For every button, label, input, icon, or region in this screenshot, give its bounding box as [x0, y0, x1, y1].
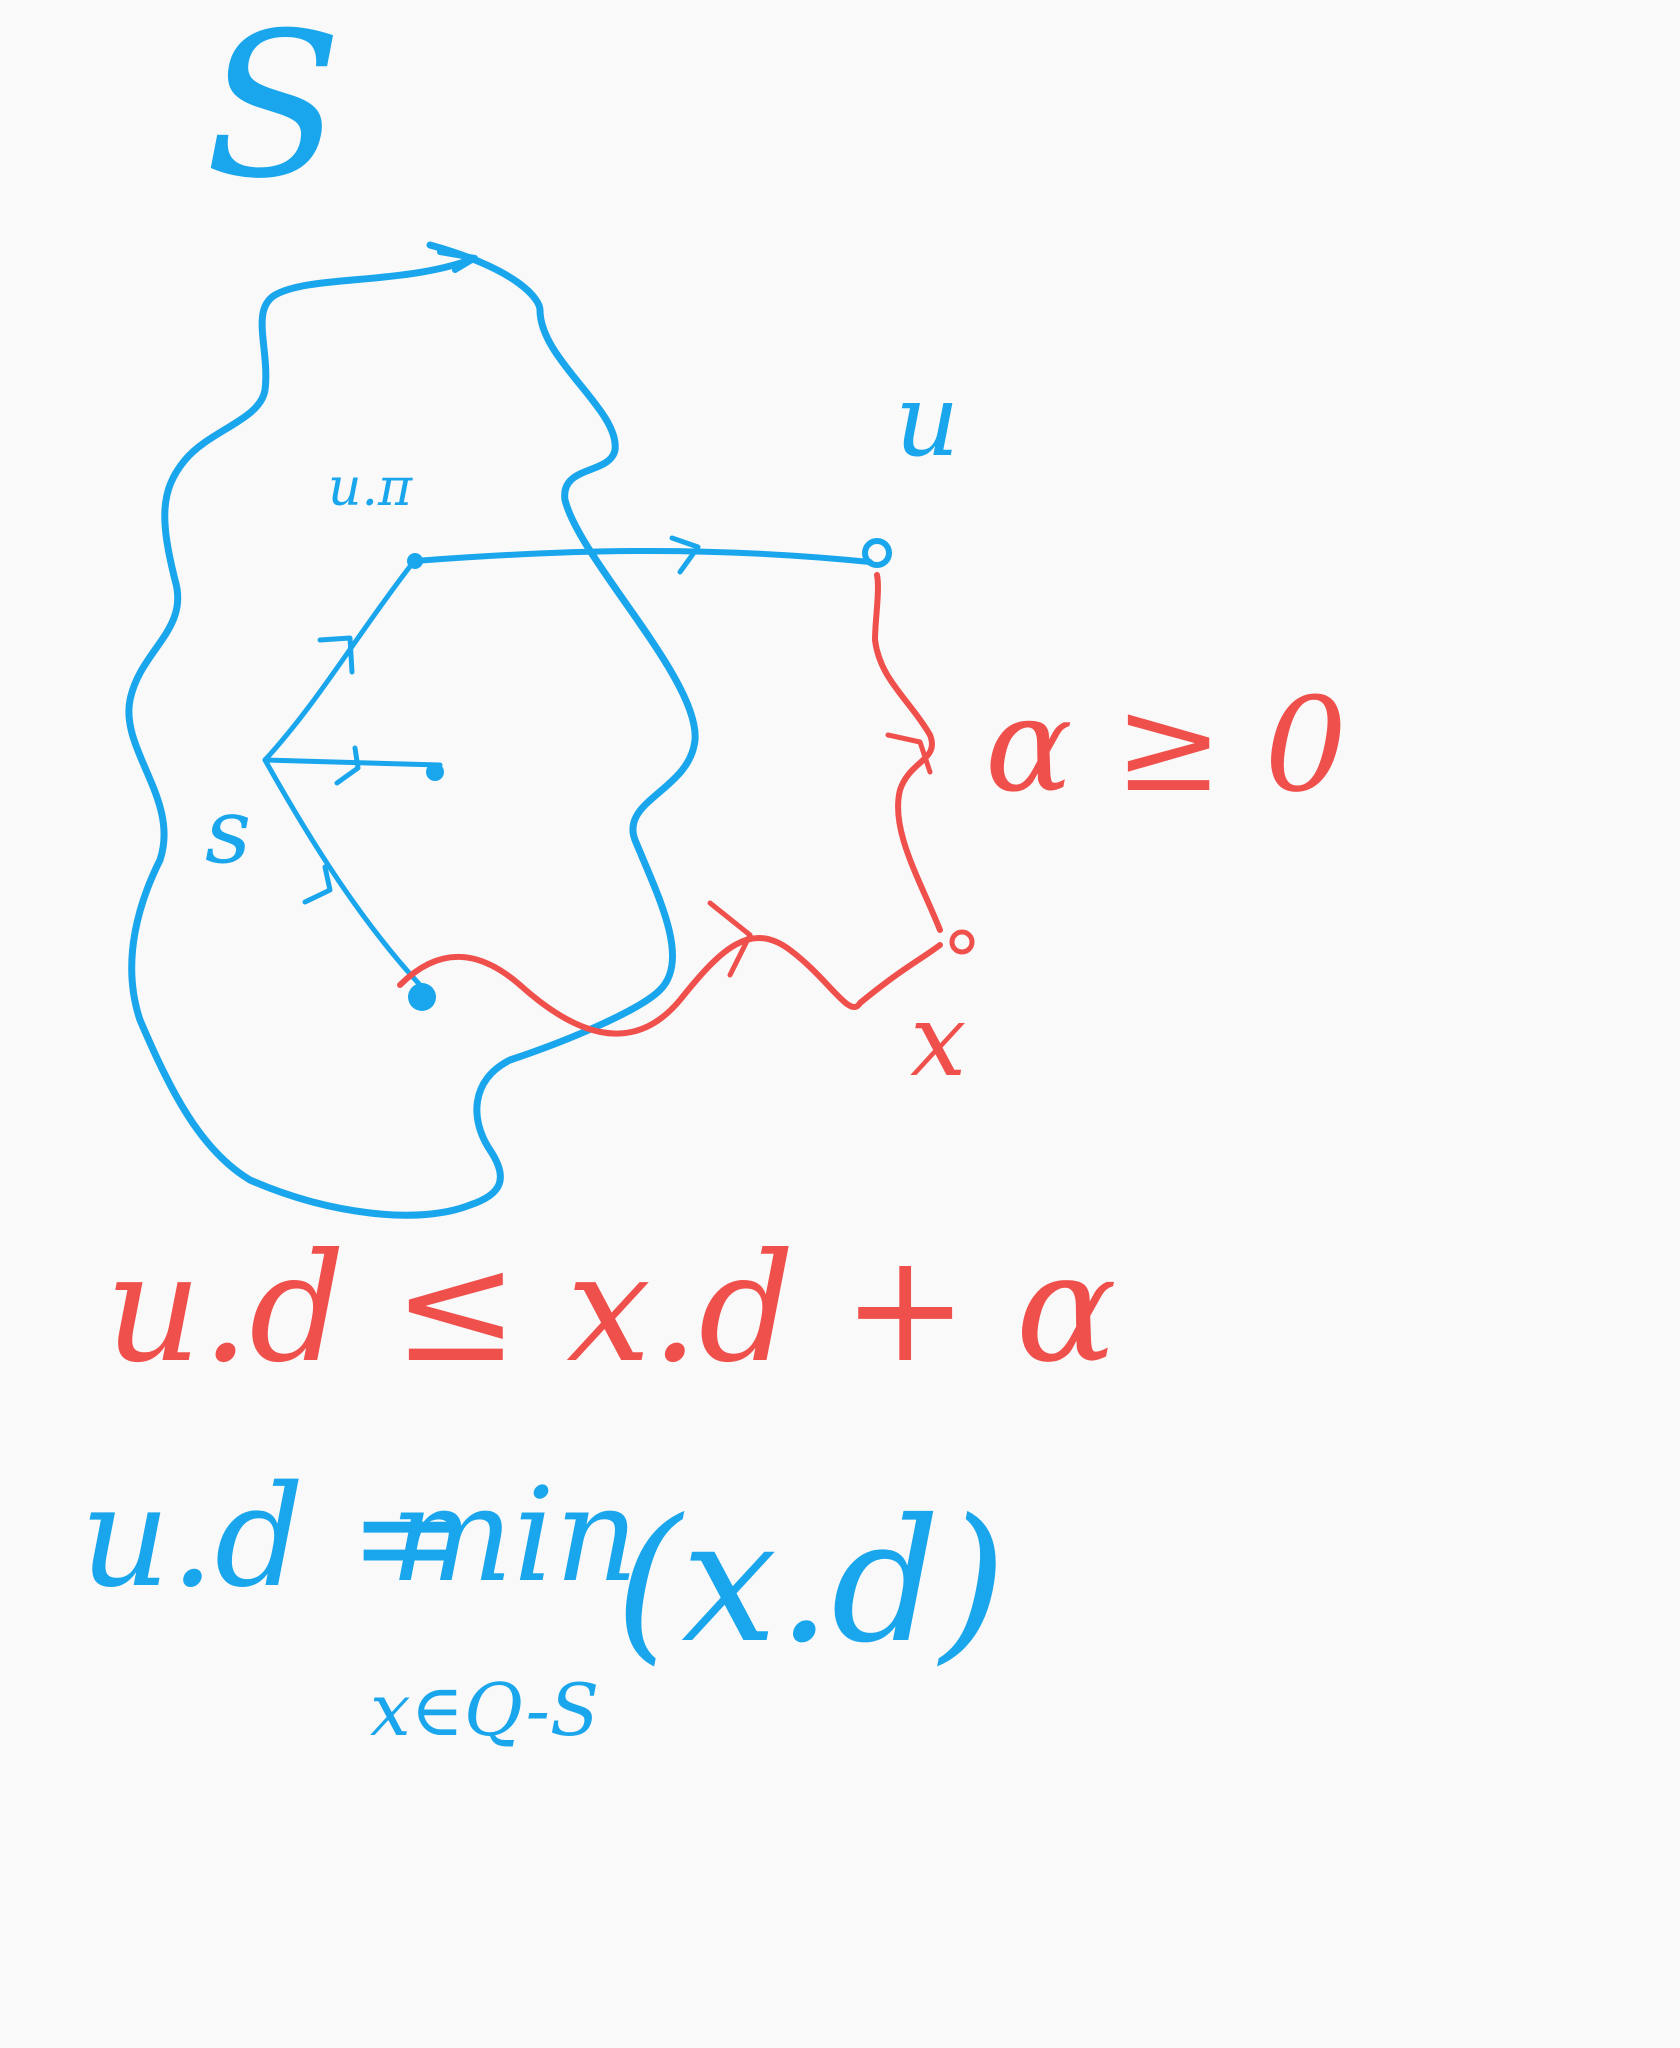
red-edge-arrow [885, 732, 933, 775]
blob-arrow-head [437, 249, 478, 273]
edge-s-to-mid-arrow [334, 745, 361, 786]
edge-s-to-mid [262, 757, 443, 768]
low-node [408, 983, 436, 1011]
set-label-S: S [205, 0, 342, 223]
red-edge-x-to-u [872, 572, 943, 933]
u-node [862, 538, 892, 568]
inequality-equation: u.d ≤ x.d + α [105, 1222, 1117, 1396]
edge-s-to-low [262, 757, 423, 988]
min-equation-subscript: x∈Q-S [370, 1668, 599, 1752]
min-equation-fn: min [390, 1459, 639, 1611]
mid-node [426, 763, 444, 781]
u-pi-label: u.π [328, 458, 413, 518]
edge-s-to-upi-arrow [317, 635, 355, 675]
set-S-boundary [125, 241, 699, 1219]
red-path-arrow [707, 900, 753, 978]
u-label: u [895, 362, 959, 479]
red-path-to-x [397, 935, 943, 1037]
min-equation-arg: (x.d) [615, 1483, 1006, 1681]
x-node [949, 929, 975, 955]
min-equation-lhs: u.d = [80, 1456, 466, 1619]
edge-s-to-upi [262, 557, 418, 763]
edge-upi-to-u-arrow [669, 535, 701, 575]
alpha-condition: α ≥ 0 [985, 669, 1347, 821]
source-label-s: s [205, 779, 251, 884]
x-label: x [910, 982, 966, 1099]
edge-upi-to-u [412, 547, 873, 565]
edge-s-to-low-arrow [302, 864, 333, 905]
